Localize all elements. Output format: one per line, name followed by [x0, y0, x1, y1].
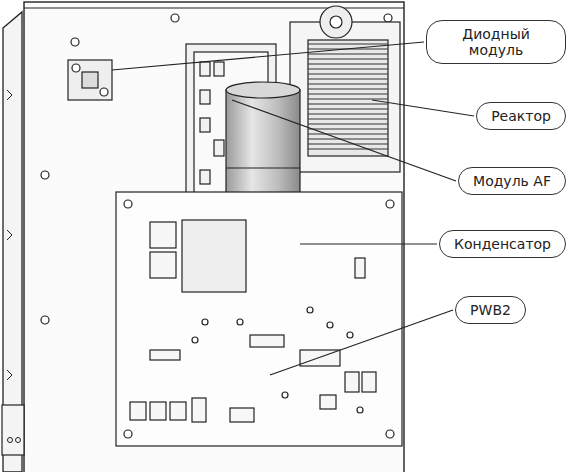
- leader-line: [372, 100, 474, 116]
- callout-text: Конденсатор: [454, 236, 551, 252]
- coil-winding: [308, 129, 388, 130]
- callout-label: Реактор: [476, 102, 566, 130]
- coil-winding: [308, 44, 388, 45]
- coil-winding: [308, 109, 388, 110]
- callout-label: PWB2: [455, 296, 526, 324]
- coil-winding: [308, 94, 388, 95]
- coil-winding: [308, 89, 388, 90]
- coil-winding: [308, 74, 388, 75]
- coil-winding: [308, 114, 388, 115]
- coil-winding: [308, 119, 388, 120]
- leader-line: [270, 310, 453, 375]
- callout-label: Модуль AF: [458, 167, 566, 195]
- callout-text: PWB2: [470, 302, 511, 318]
- callout-label: Диодный модуль: [426, 20, 566, 64]
- leader-line: [232, 100, 456, 181]
- coil-winding: [308, 54, 388, 55]
- coil-winding: [308, 64, 388, 65]
- coil-winding: [308, 149, 388, 150]
- callout-text: Реактор: [491, 108, 551, 124]
- callout-text: Модуль AF: [473, 173, 551, 189]
- coil-winding: [308, 59, 388, 60]
- coil-winding: [308, 104, 388, 105]
- coil-winding: [308, 139, 388, 140]
- callout-text: Диодный модуль: [441, 26, 551, 58]
- coil-winding: [308, 134, 388, 135]
- coil-winding: [308, 144, 388, 145]
- coil-winding: [308, 84, 388, 85]
- leader-line: [300, 243, 437, 244]
- coil-winding: [308, 79, 388, 80]
- coil-winding: [308, 124, 388, 125]
- coil-winding: [308, 69, 388, 70]
- coil-winding: [308, 99, 388, 100]
- callout-label: Конденсатор: [439, 230, 566, 258]
- leader-line: [112, 42, 424, 70]
